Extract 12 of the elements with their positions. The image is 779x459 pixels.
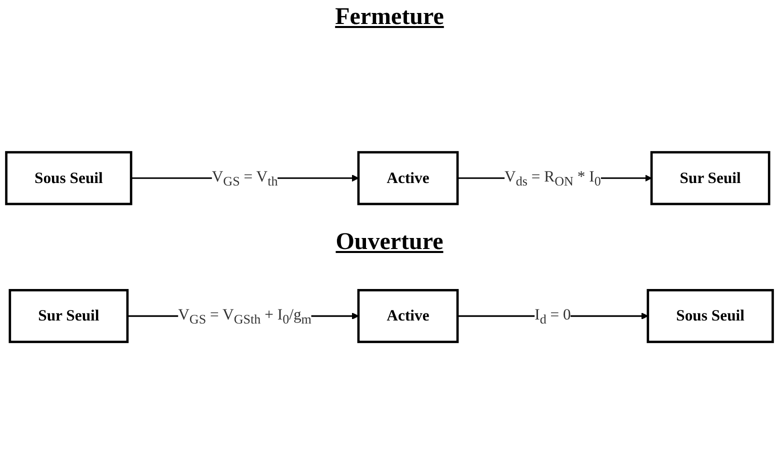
edge-label: I$_{d}$ = 0 bbox=[534, 306, 571, 328]
node-box: Sur Seuil bbox=[650, 152, 770, 206]
heading: Fermeture bbox=[334, 4, 445, 31]
heading: Ouverture bbox=[334, 228, 444, 256]
node-box: Active bbox=[357, 152, 459, 206]
edge-label: V$_{GS}$ = V$_{GSth}$ + I$_{0}$/g$_{m}$ bbox=[178, 306, 312, 328]
node-box: Sous Seuil bbox=[5, 152, 132, 206]
node-box: Sous Seuil bbox=[646, 289, 774, 344]
node-box: Active bbox=[357, 289, 459, 344]
edge-label: V$_{ds}$ = R$_{ON}$ * I$_{0}$ bbox=[504, 168, 601, 190]
node-box: Sur Seuil bbox=[8, 289, 129, 344]
edge-label: V$_{GS}$ = V$_{th}$ bbox=[212, 168, 278, 190]
